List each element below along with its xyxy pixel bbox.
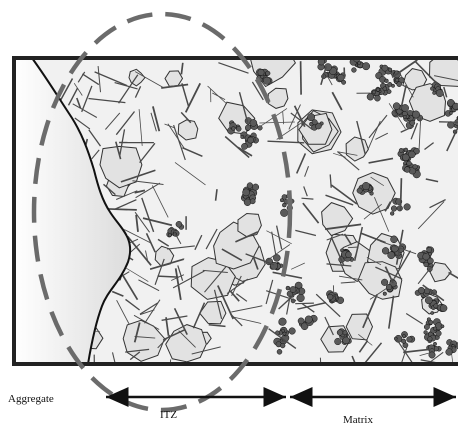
hydrate-cluster (392, 103, 409, 119)
matrix-label: Matrix (343, 414, 373, 423)
unhydrated-grain (238, 214, 262, 237)
needle-crystal (401, 178, 402, 210)
needle-crystal (158, 276, 179, 277)
needle-crystal (301, 61, 302, 94)
aggregate-label: Aggregate (8, 393, 54, 405)
needle-crystal (295, 303, 314, 304)
unhydrated-grain (268, 88, 288, 108)
needle-crystal (439, 122, 458, 123)
needle-crystal (333, 285, 334, 299)
itz-label: ITZ (160, 409, 177, 421)
